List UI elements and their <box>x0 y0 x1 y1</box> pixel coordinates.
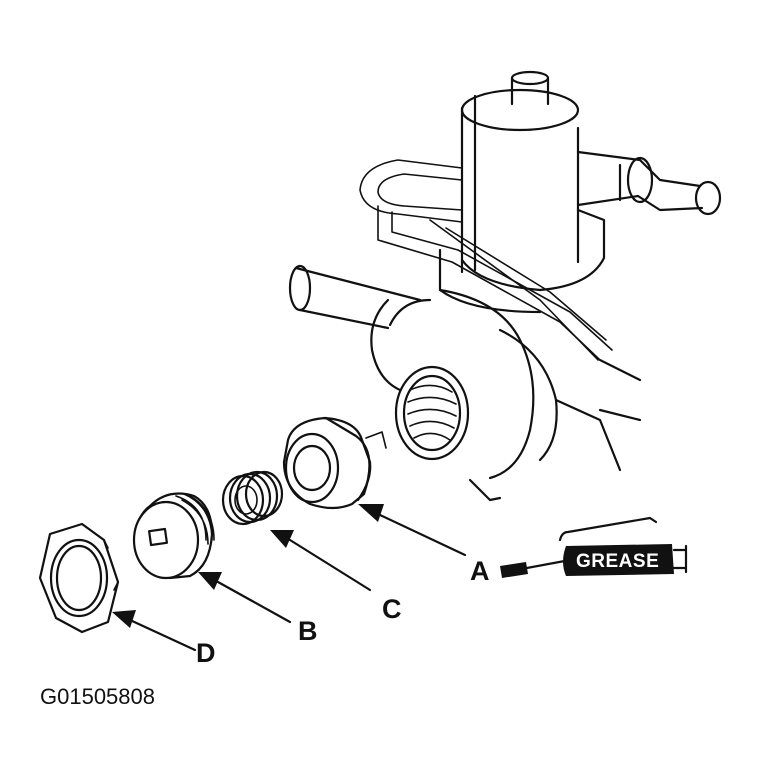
locknut-part-d <box>38 522 120 634</box>
callout-c: C <box>382 594 402 624</box>
steering-gear-housing <box>288 70 722 502</box>
grease-label: GREASE <box>576 551 659 572</box>
callout-b: B <box>298 616 318 646</box>
rack-guide-part-a <box>282 416 387 510</box>
callout-a: A <box>470 556 490 586</box>
spring-part-c <box>221 470 284 526</box>
figure-id: G01505808 <box>40 684 155 709</box>
callout-arrows <box>112 504 467 652</box>
callout-d: D <box>196 638 216 668</box>
grease-gun-icon: GREASE <box>500 516 688 578</box>
adjusting-screw-part-b <box>132 492 215 580</box>
